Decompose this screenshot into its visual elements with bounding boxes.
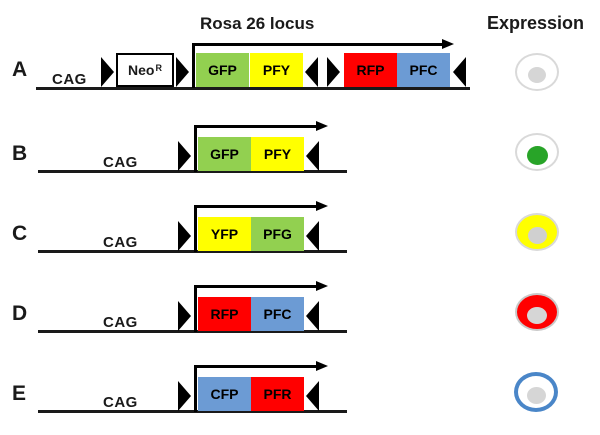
transcription-arrow-stem [194, 126, 197, 172]
expression-cell [514, 372, 558, 412]
expression-cell [515, 293, 559, 331]
loxp-triangle-left-icon [306, 141, 319, 171]
dna-line [38, 410, 347, 413]
transcription-arrowhead-icon [442, 39, 454, 49]
expression-cell [515, 133, 559, 171]
loxp-triangle-left-icon [306, 301, 319, 331]
transcription-arrow-stem [194, 366, 197, 412]
transcription-arrow-stem [192, 44, 195, 88]
loxp-triangle-right-icon [178, 221, 191, 251]
loxp-triangle-left-icon [305, 57, 318, 87]
transcription-arrow-shaft [194, 205, 316, 208]
gene-box-pfc: PFC [397, 53, 450, 87]
row-label: B [12, 142, 28, 165]
row-label: C [12, 222, 28, 245]
transcription-arrow-stem [194, 286, 197, 332]
loxp-triangle-right-icon [178, 381, 191, 411]
cag-promoter-label: CAG [52, 71, 87, 88]
cag-promoter-label: CAG [103, 234, 138, 251]
gene-box-rfp: RFP [344, 53, 397, 87]
transcription-arrow-shaft [194, 365, 316, 368]
dna-line [38, 170, 347, 173]
gene-box-pfy: PFY [250, 53, 303, 87]
cag-promoter-label: CAG [103, 314, 138, 331]
cag-promoter-label: CAG [103, 154, 138, 171]
gene-box-pfc: PFC [251, 297, 304, 331]
expression-cell [515, 213, 559, 251]
loxp-triangle-right-icon [178, 301, 191, 331]
expression-title: Expression [487, 13, 585, 33]
row-label: E [12, 382, 27, 405]
rosa26-locus-title: Rosa 26 locus [200, 14, 315, 33]
loxp-triangle-right-icon [101, 57, 114, 87]
expression-nucleus-dot [528, 67, 546, 83]
dna-line [38, 330, 347, 333]
dna-line [38, 250, 347, 253]
dna-line [36, 87, 470, 90]
cag-promoter-label: CAG [103, 394, 138, 411]
gene-box-cfp: CFP [198, 377, 251, 411]
gene-box-gfp: GFP [198, 137, 251, 171]
row-label: D [12, 302, 28, 325]
gene-box-pfr: PFR [251, 377, 304, 411]
transcription-arrow-shaft [194, 285, 316, 288]
transcription-arrowhead-icon [316, 281, 328, 291]
transcription-arrow-shaft [194, 125, 316, 128]
neo-label: Neo [128, 62, 155, 78]
expression-nucleus-dot [527, 306, 547, 324]
transcription-arrowhead-icon [316, 361, 328, 371]
loxp-triangle-left-icon [306, 221, 319, 251]
expression-nucleus-dot [526, 386, 546, 404]
row-label: A [12, 58, 28, 81]
transcription-arrowhead-icon [316, 201, 328, 211]
loxp-triangle-right-icon [327, 57, 340, 87]
gene-box-pfg: PFG [251, 217, 304, 251]
transcription-arrow-stem [194, 206, 197, 252]
loxp-triangle-left-icon [453, 57, 466, 87]
loxp-triangle-right-icon [176, 57, 189, 87]
expression-nucleus-dot [526, 145, 548, 165]
transcription-arrow-shaft [192, 43, 442, 46]
expression-nucleus-dot [527, 226, 547, 244]
gene-box-gfp: GFP [196, 53, 249, 87]
transcription-arrowhead-icon [316, 121, 328, 131]
gene-box-pfy: PFY [251, 137, 304, 171]
expression-cell [515, 53, 559, 91]
loxp-triangle-right-icon [178, 141, 191, 171]
gene-box-yfp: YFP [198, 217, 251, 251]
loxp-triangle-left-icon [306, 381, 319, 411]
gene-box-rfp: RFP [198, 297, 251, 331]
